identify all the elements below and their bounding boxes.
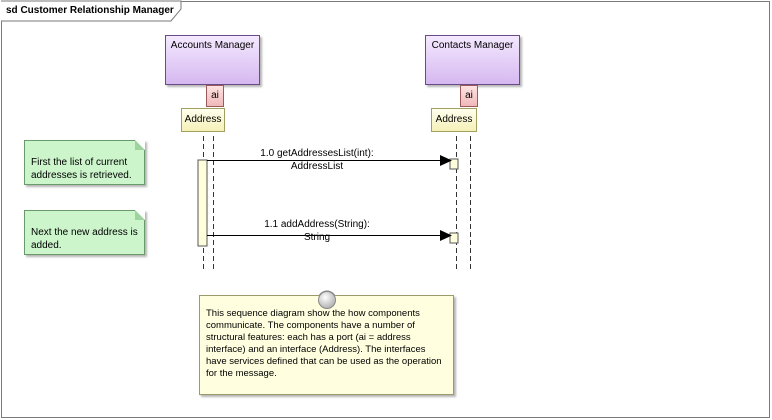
frame-title-tab — [1, 0, 182, 22]
message-2-label[interactable]: 1.1 addAddress(String): String — [232, 218, 402, 244]
accounts-activation-bar — [197, 159, 208, 247]
accounts-manager-label: Accounts Manager — [170, 40, 255, 51]
message-arrowhead-2 — [440, 230, 452, 241]
note-retrieve-list[interactable]: First the list of current addresses is r… — [24, 140, 145, 185]
message-2-return: String — [303, 232, 331, 243]
comment-knob-overlay — [318, 291, 336, 309]
note-add-address[interactable]: Next the new address is added. — [24, 210, 145, 255]
contacts-interface[interactable]: Address — [431, 108, 477, 132]
message-1-label[interactable]: 1.0 getAddressesList(int): AddressList — [232, 147, 402, 173]
diagram-comment[interactable]: This sequence diagram show the how compo… — [199, 295, 454, 395]
accounts-port[interactable]: ai — [206, 85, 224, 107]
contacts-manager-label: Contacts Manager — [431, 40, 514, 51]
contacts-port[interactable]: ai — [460, 85, 478, 107]
frame-title: sd Customer Relationship Manager — [6, 5, 174, 16]
message-1-return: AddressList — [290, 161, 344, 172]
message-arrowhead-1 — [440, 155, 452, 166]
message-1-call: 1.0 getAddressesList(int): — [260, 148, 374, 159]
contacts-activation-2 — [449, 232, 459, 244]
message-2-call: 1.1 addAddress(String): — [264, 219, 370, 230]
accounts-manager-lifeline[interactable]: Accounts Manager — [165, 35, 260, 85]
contacts-activation-1 — [449, 158, 459, 170]
accounts-interface[interactable]: Address — [181, 108, 225, 132]
contacts-manager-lifeline[interactable]: Contacts Manager — [425, 35, 520, 85]
